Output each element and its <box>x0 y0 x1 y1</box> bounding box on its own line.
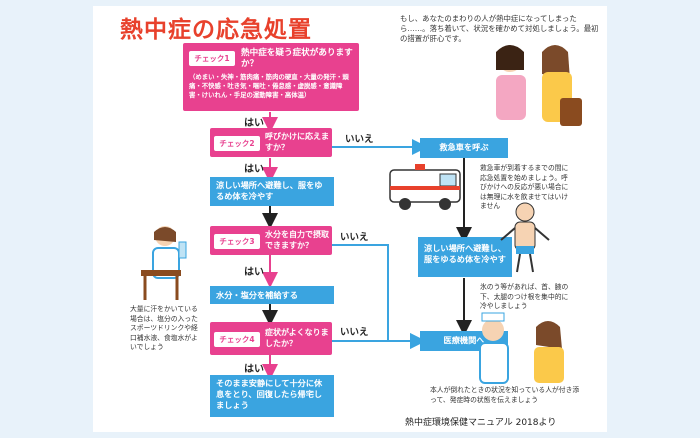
check2-tag: チェック2 <box>214 136 260 151</box>
check4-question: 症状がよくなりましたか？ <box>265 328 329 348</box>
yes-label-2: はい <box>244 164 264 175</box>
check1-box: チェック1 熱中症を疑う症状がありますか？ （めまい・失神・筋肉痛・筋肉の硬直・… <box>183 43 359 111</box>
drinking-person-illustration <box>141 226 187 300</box>
yes-label-4: はい <box>244 364 264 375</box>
yes-label-3: はい <box>244 267 264 278</box>
no-label-2: いいえ <box>345 134 374 145</box>
right-cool-box: 涼しい場所へ避難し、服をゆるめ体を冷やす <box>418 237 512 277</box>
hospital-note: 本人が倒れたときの状況を知っている人が付き添って、発症時の状態を伝えましょう <box>430 386 580 404</box>
check1-symptoms: （めまい・失神・筋肉痛・筋肉の硬直・大量の発汗・頭痛・不快感・吐き気・嘔吐・倦怠… <box>189 73 349 99</box>
step-cool-box: 涼しい場所へ避難し、服をゆるめ体を冷やす <box>210 177 334 206</box>
page-title: 熱中症の応急処置 <box>120 17 312 43</box>
patient-illustration <box>500 202 550 273</box>
ambulance-note: 救急車が到着するまでの間に応急処置を始めましょう。呼びかけへの反応が悪い場合には… <box>480 164 569 210</box>
source-credit: 熱中症環境保健マニュアル 2018より <box>405 418 557 428</box>
ambulance-box: 救急車を呼ぶ <box>420 138 508 158</box>
check2-question: 呼びかけに応えますか？ <box>265 132 329 152</box>
check3-tag: チェック3 <box>214 234 260 249</box>
step-rest-box: そのまま安静にして十分に休息をとり、回復したら帰宅しましょう <box>210 375 334 417</box>
ambulance-illustration <box>389 164 461 210</box>
step-water-box: 水分・塩分を補給する <box>210 286 334 304</box>
yes-label-1: はい <box>244 118 264 129</box>
check3-question: 水分を自力で摂取できますか？ <box>265 230 329 250</box>
check4-tag: チェック4 <box>214 332 260 347</box>
cool-note: 氷のう等があれば、首、腋の下、太腿のつけ根を集中的に冷やしましょう <box>480 283 569 310</box>
intro-text: もし、あなたのまわりの人が熱中症になってしまったら……。落ち着いて、状況を確かめ… <box>400 14 599 43</box>
check1-tag: チェック1 <box>189 51 235 66</box>
helper-illustration <box>496 45 582 126</box>
check1-question: 熱中症を疑う症状がありますか？ <box>241 48 353 69</box>
check2-box: チェック2 呼びかけに応えますか？ <box>210 128 332 157</box>
no-label-4: いいえ <box>340 327 369 338</box>
nurse-illustration <box>479 312 564 384</box>
check4-box: チェック4 症状がよくなりましたか？ <box>210 322 332 355</box>
drink-note: 大量に汗をかいている場合は、塩分の入ったスポーツドリンクや経口補水液、食塩水がよ… <box>130 305 198 351</box>
check3-box: チェック3 水分を自力で摂取できますか？ <box>210 226 332 255</box>
no-label-3: いいえ <box>340 232 369 243</box>
